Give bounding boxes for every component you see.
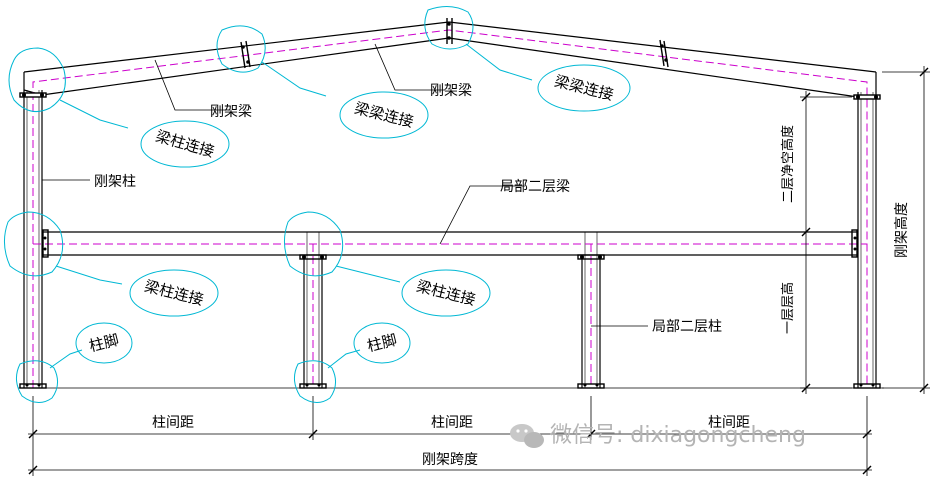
- leader-lines: [42, 43, 648, 327]
- left-column: [23, 90, 43, 388]
- callout-bubbles: [4, 6, 631, 403]
- interior-column-1: [303, 232, 323, 388]
- mezzanine-beam: [42, 231, 858, 256]
- bolts: [22, 22, 878, 387]
- bubble-base-mid: 柱脚: [365, 331, 398, 356]
- bubble-beam-col-mid: 梁柱连接: [415, 277, 478, 309]
- label-bay-1: 柱间距: [152, 415, 194, 431]
- connection-plates: [19, 18, 881, 389]
- center-lines: [32, 29, 868, 388]
- label-rafter-right: 刚架梁: [430, 83, 472, 99]
- interior-column-2: [581, 232, 601, 388]
- watermark-text: 微信号: dixiagongcheng: [550, 423, 806, 448]
- label-span: 刚架跨度: [422, 452, 478, 468]
- right-column: [857, 92, 877, 388]
- label-column: 刚架柱: [94, 174, 136, 190]
- left-rafter: [23, 21, 450, 96]
- bubble-beam-col-left-top: 梁柱连接: [154, 127, 217, 161]
- bubble-beam-col-left-mid: 梁柱连接: [143, 277, 206, 309]
- label-1f-height: 一层层高: [780, 282, 796, 334]
- watermark: 微信号: dixiagongcheng: [510, 423, 806, 448]
- label-2f-clear-height: 二层净空高度: [780, 125, 796, 203]
- label-bay-2: 柱间距: [431, 415, 473, 431]
- wechat-icon: [510, 424, 544, 448]
- label-mezz-beam: 局部二层梁: [500, 179, 570, 195]
- label-mezz-column: 局部二层柱: [652, 319, 722, 335]
- label-frame-height: 刚架高度: [893, 202, 910, 258]
- bubble-beam-beam-left: 梁梁连接: [353, 99, 416, 131]
- structure: [18, 21, 884, 389]
- label-bay-3: 柱间距: [708, 415, 750, 431]
- bubble-base-left: 柱脚: [87, 331, 120, 356]
- bubble-beam-beam-top: 梁梁连接: [553, 72, 616, 104]
- dimensions: [28, 66, 930, 476]
- label-rafter-left: 刚架梁: [210, 104, 252, 120]
